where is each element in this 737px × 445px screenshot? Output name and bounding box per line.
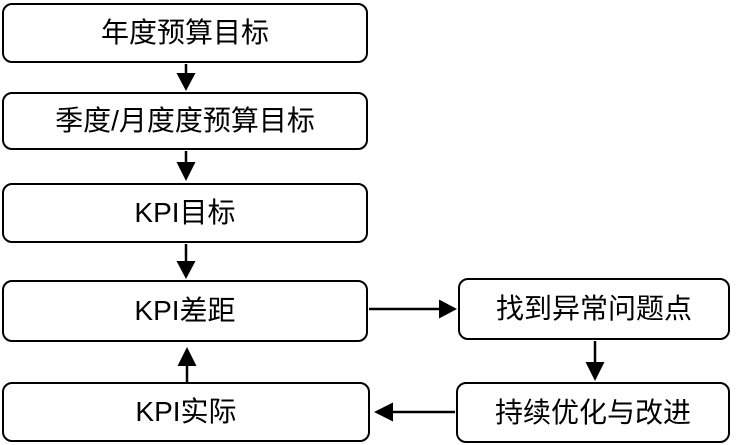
node-find-abnormal-issues: 找到异常问题点 xyxy=(458,278,730,340)
node-kpi-gap: KPI差距 xyxy=(2,280,368,342)
node-kpi-actual: KPI实际 xyxy=(2,382,370,442)
node-label: 持续优化与改进 xyxy=(494,396,691,428)
arrow-quarter-to-kpi-target xyxy=(176,151,196,181)
node-quarter-month-budget-target: 季度/月度度预算目标 xyxy=(2,92,368,150)
node-label: 年度预算目标 xyxy=(100,17,269,48)
arrow-kpi-actual-to-kpi-gap xyxy=(177,347,197,382)
node-continuous-improvement: 持续优化与改进 xyxy=(456,382,730,443)
node-kpi-target: KPI目标 xyxy=(2,183,368,243)
node-label: KPI目标 xyxy=(134,197,236,228)
arrow-kpi-target-to-kpi-gap xyxy=(176,244,196,279)
node-label: 找到异常问题点 xyxy=(495,293,692,324)
arrow-find-issues-to-improve xyxy=(585,341,605,381)
node-label: KPI差距 xyxy=(134,295,236,326)
arrow-improve-to-kpi-actual xyxy=(374,402,455,422)
node-annual-budget-target: 年度预算目标 xyxy=(2,3,368,63)
node-label: 季度/月度度预算目标 xyxy=(55,105,315,136)
arrow-annual-to-quarter xyxy=(176,64,196,91)
arrow-kpi-gap-to-find-issues xyxy=(369,299,457,319)
node-label: KPI实际 xyxy=(135,396,237,427)
